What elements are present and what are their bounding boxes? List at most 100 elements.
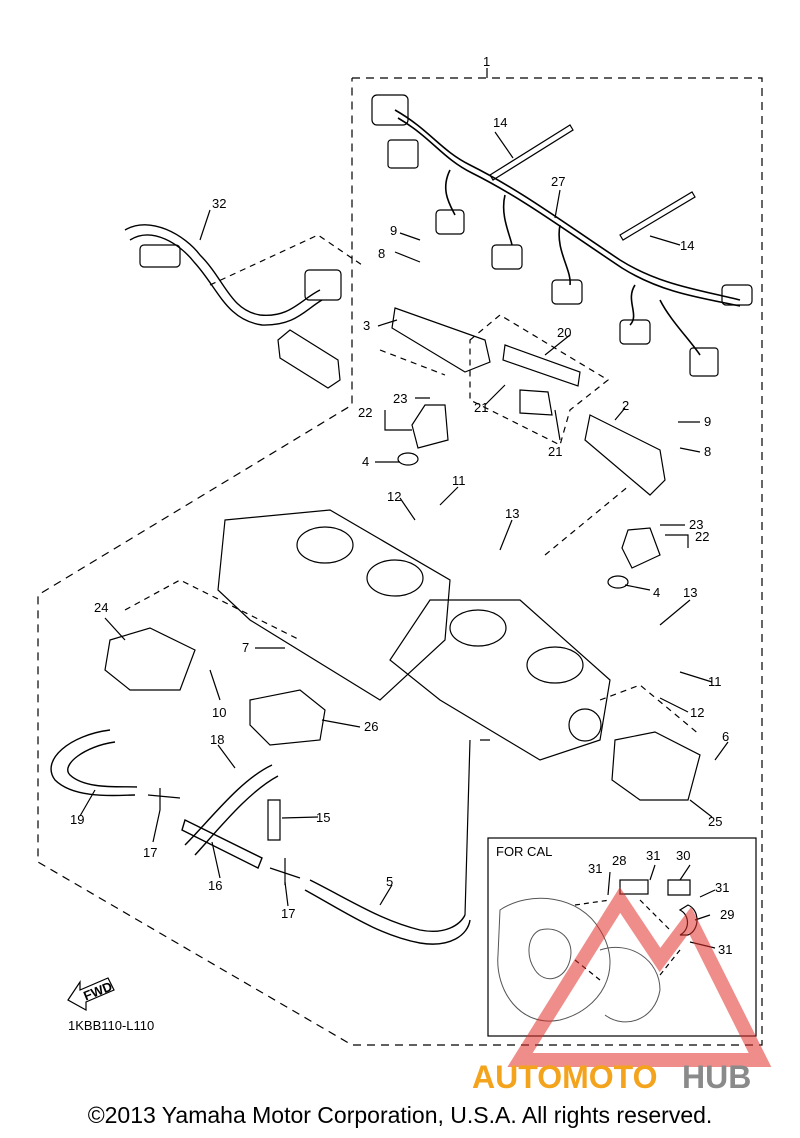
- callout: 3: [363, 318, 370, 333]
- harness-link: [209, 234, 363, 286]
- hose-18: [184, 764, 273, 846]
- callout: 6: [722, 729, 729, 744]
- callout: 31: [588, 861, 602, 876]
- throttle-sensor-24: [104, 627, 196, 691]
- callout: 12: [690, 705, 704, 720]
- callout: 4: [653, 585, 660, 600]
- watermark-part1: AUTOMOTO: [472, 1059, 657, 1095]
- hose-32-fitting-left: [139, 244, 181, 268]
- fwd-label: FWD: [81, 979, 114, 1004]
- harness-coupler-4: [491, 244, 523, 270]
- callout: 23: [689, 517, 703, 532]
- callout: 18: [210, 732, 224, 747]
- watermark-logo: [507, 887, 772, 1067]
- inset-title: FOR CAL: [496, 844, 552, 859]
- callout: 25: [708, 814, 722, 829]
- cal-part-28: [619, 879, 649, 895]
- watermark-text: AUTOMOTO HUB: [472, 1059, 751, 1095]
- fuel-rail-3: [391, 307, 491, 373]
- hose-5-riser: [464, 739, 490, 916]
- callout: 19: [70, 812, 84, 827]
- callout: 17: [281, 906, 295, 921]
- harness-coupler-7: [689, 347, 719, 377]
- injector-right: [621, 527, 661, 569]
- callout: 17: [143, 845, 157, 860]
- callout: 31: [715, 880, 729, 895]
- harness-coupler-3: [435, 209, 465, 235]
- callout: 26: [364, 719, 378, 734]
- callout: 15: [316, 810, 330, 825]
- callout: 11: [452, 473, 466, 488]
- callout: 29: [720, 907, 734, 922]
- pressure-sensor-26: [249, 689, 326, 746]
- callout-layer: 1 14 27 32 9 8 14 3 20 23 22 4 21 21 2 9…: [70, 54, 734, 957]
- callout: 11: [708, 674, 722, 689]
- hose-16: [181, 819, 263, 869]
- hose-32-fitting-right: [304, 269, 342, 301]
- hose-15: [267, 799, 281, 841]
- harness-coupler-6: [619, 319, 651, 345]
- tee-17-right: [269, 858, 301, 885]
- callout: 23: [393, 391, 407, 406]
- injector-left: [411, 404, 449, 449]
- rail-link: [379, 349, 631, 556]
- hose-32: [124, 224, 321, 316]
- callout: 21: [548, 444, 562, 459]
- fwd-arrow-icon: [67, 977, 115, 1012]
- watermark-part2: HUB: [682, 1059, 751, 1095]
- callout: 9: [390, 223, 397, 238]
- diagram-code: 1KBB110-L110: [68, 1018, 154, 1033]
- callout: 1: [483, 54, 490, 69]
- fuel-rail-group-box: [469, 314, 610, 446]
- inset-throttle-sketch: [497, 897, 661, 1023]
- callout: 28: [612, 853, 626, 868]
- callout: 30: [676, 848, 690, 863]
- cable-tie-right: [619, 191, 696, 241]
- callout: 21: [474, 400, 488, 415]
- cable-tie-left: [489, 124, 574, 181]
- throttle-body-left: [217, 509, 451, 701]
- harness-coupler-top: [371, 94, 409, 126]
- clamp-33: [277, 329, 341, 389]
- callout: 8: [704, 444, 711, 459]
- callout: 7: [242, 640, 249, 655]
- harness-coupler-2: [387, 139, 419, 169]
- callout: 5: [386, 874, 393, 889]
- tee-17-left: [147, 788, 181, 810]
- harness-coupler-5: [551, 279, 583, 305]
- callout: 13: [505, 506, 519, 521]
- wire-harness: [394, 109, 741, 356]
- callout: 31: [646, 848, 660, 863]
- callout: 27: [551, 174, 565, 189]
- assembly-boundary: [37, 77, 763, 1046]
- callout: 13: [683, 585, 697, 600]
- throttle-body-right: [389, 599, 611, 761]
- right-sensor-link: [599, 684, 701, 736]
- callout: 4: [362, 454, 369, 469]
- callout: 31: [718, 942, 732, 957]
- for-cal-inset: [487, 837, 757, 1037]
- sensor-link: [124, 579, 301, 641]
- seal-4-left: [397, 452, 419, 466]
- seal-4-right: [607, 575, 629, 589]
- callout: 9: [704, 414, 711, 429]
- hose-5: [309, 879, 466, 932]
- cal-part-30: [667, 879, 691, 896]
- fuel-rail-2: [584, 414, 666, 496]
- callout: 14: [680, 238, 694, 253]
- callout: 12: [387, 489, 401, 504]
- callout: 8: [378, 246, 385, 261]
- callout: 32: [212, 196, 226, 211]
- callout: 22: [358, 405, 372, 420]
- hose-19: [50, 729, 136, 797]
- callout: 10: [212, 705, 226, 720]
- callout: 20: [557, 325, 571, 340]
- harness-coupler-8: [721, 284, 753, 306]
- copyright-notice: ©2013 Yamaha Motor Corporation, U.S.A. A…: [87, 1102, 713, 1128]
- callout: 22: [695, 529, 709, 544]
- callout: 2: [622, 398, 629, 413]
- callout: 16: [208, 878, 222, 893]
- fuel-pipe-20: [502, 344, 581, 387]
- callout: 14: [493, 115, 507, 130]
